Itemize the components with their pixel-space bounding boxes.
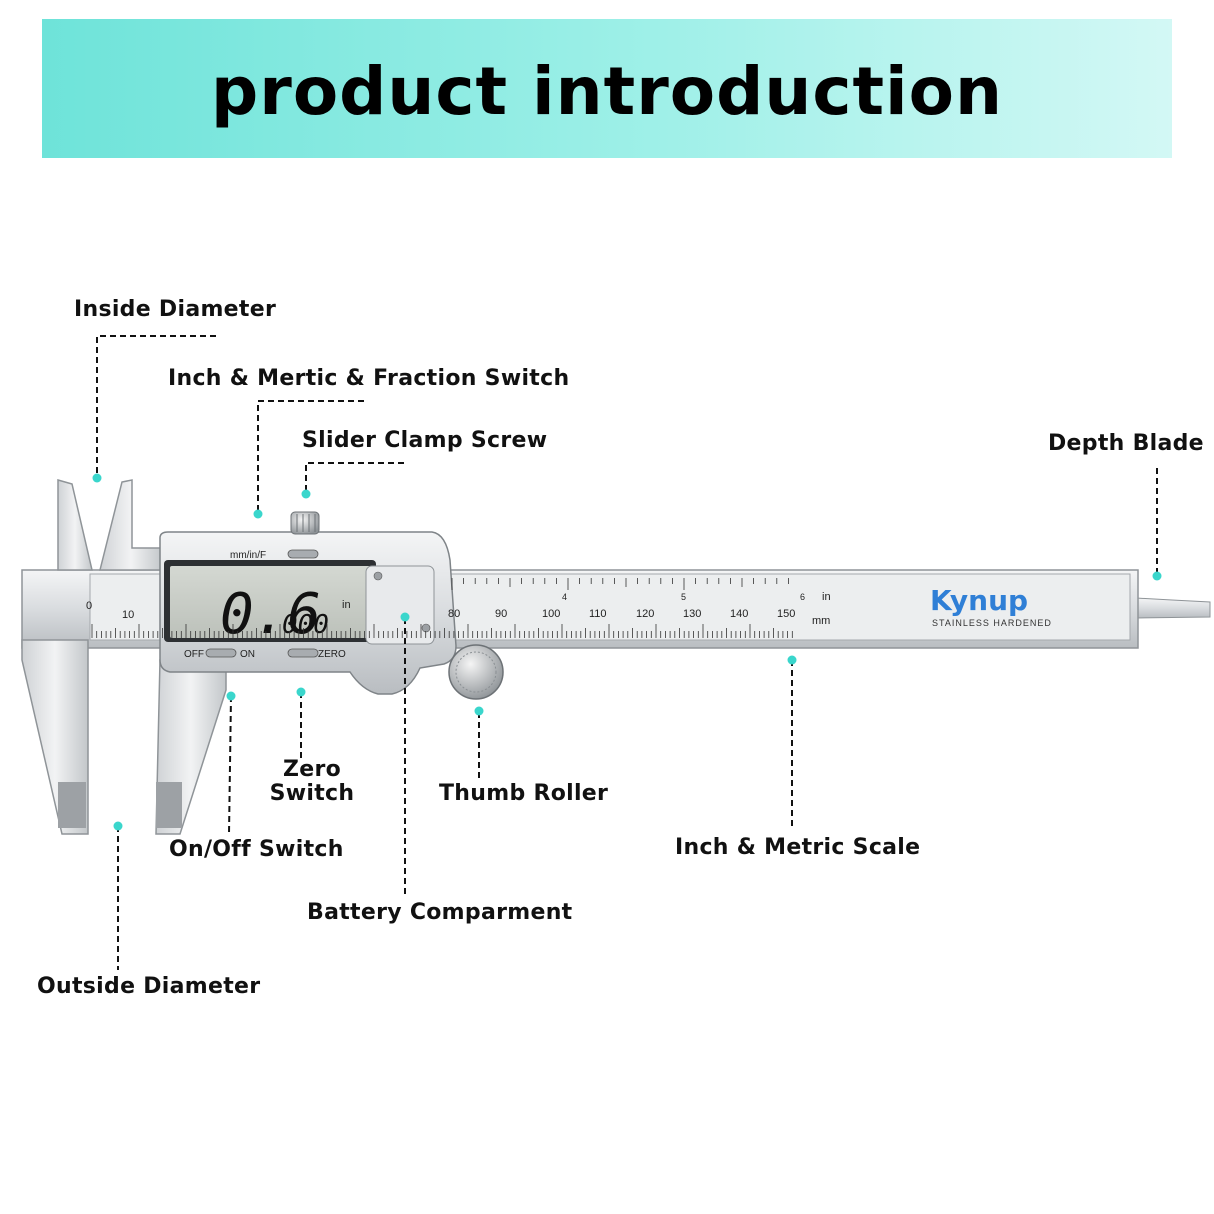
label-zero-switch-line1: Zero [282, 757, 342, 782]
sliding-inside-jaw [99, 479, 163, 571]
page-title: product introduction [211, 53, 1003, 130]
on-off-switch[interactable] [205, 648, 237, 658]
label-battery-compartment: Battery Comparment [307, 900, 573, 925]
scale-numbers: 80 90 100 110 120 130 140 150 4 5 6 [448, 592, 805, 620]
lcd-display [170, 566, 370, 638]
on-label: ON [240, 649, 255, 660]
battery-cover [365, 565, 435, 645]
depth-blade [1135, 597, 1211, 619]
brand-sub: STAINLESS HARDENED [932, 618, 1052, 628]
label-zero-switch-line2: Switch [269, 781, 355, 807]
zero-label: ZERO [318, 649, 346, 660]
title-banner: product introduction [42, 19, 1172, 158]
zero-button[interactable] [287, 648, 319, 658]
fixed-inside-jaw [57, 479, 93, 571]
mm-scale-number: 150 [777, 608, 795, 620]
left-scale-ten: 10 [122, 609, 134, 621]
scale-unit-mm: mm [812, 615, 830, 627]
label-slider-clamp-screw: Slider Clamp Screw [302, 428, 548, 453]
mm-scale-number: 120 [636, 608, 654, 620]
inch-scale-number: 5 [681, 592, 686, 602]
thumb-roller[interactable] [448, 644, 504, 700]
brand-logo: Kynup [930, 584, 1028, 617]
slider-clamp-screw[interactable] [290, 511, 320, 535]
mm-scale-number: 110 [589, 608, 607, 620]
mode-button-label: mm/in/F [230, 550, 266, 561]
left-scale-zero: 0 [86, 600, 92, 612]
inch-scale-number: 4 [562, 592, 567, 602]
mode-button[interactable] [287, 549, 319, 559]
label-depth-blade: Depth Blade [1048, 431, 1204, 456]
label-inch-metric-fraction-switch: Inch & Mertic & Fraction Switch [168, 366, 570, 391]
off-label: OFF [184, 649, 204, 660]
inch-scale-number: 6 [800, 592, 805, 602]
mm-scale-number: 100 [542, 608, 560, 620]
label-inside-diameter: Inside Diameter [74, 297, 277, 322]
mm-scale-number: 130 [683, 608, 701, 620]
inch-metric-scale [91, 578, 793, 638]
mm-scale-number: 80 [448, 608, 460, 620]
scale-unit-in: in [822, 591, 831, 603]
display-value-sub: 000 [282, 610, 329, 640]
label-on-off-switch: On/Off Switch [169, 837, 344, 862]
mm-scale-number: 140 [730, 608, 748, 620]
mm-scale-number: 90 [495, 608, 507, 620]
accent-dots [92, 473, 1162, 831]
label-inch-metric-scale: Inch & Metric Scale [675, 835, 921, 860]
leader-lines [96, 335, 1158, 970]
label-thumb-roller: Thumb Roller [439, 781, 609, 806]
label-zero-switch: Zero Switch [262, 757, 362, 807]
label-outside-diameter: Outside Diameter [37, 974, 261, 999]
display-unit: in [342, 599, 351, 611]
